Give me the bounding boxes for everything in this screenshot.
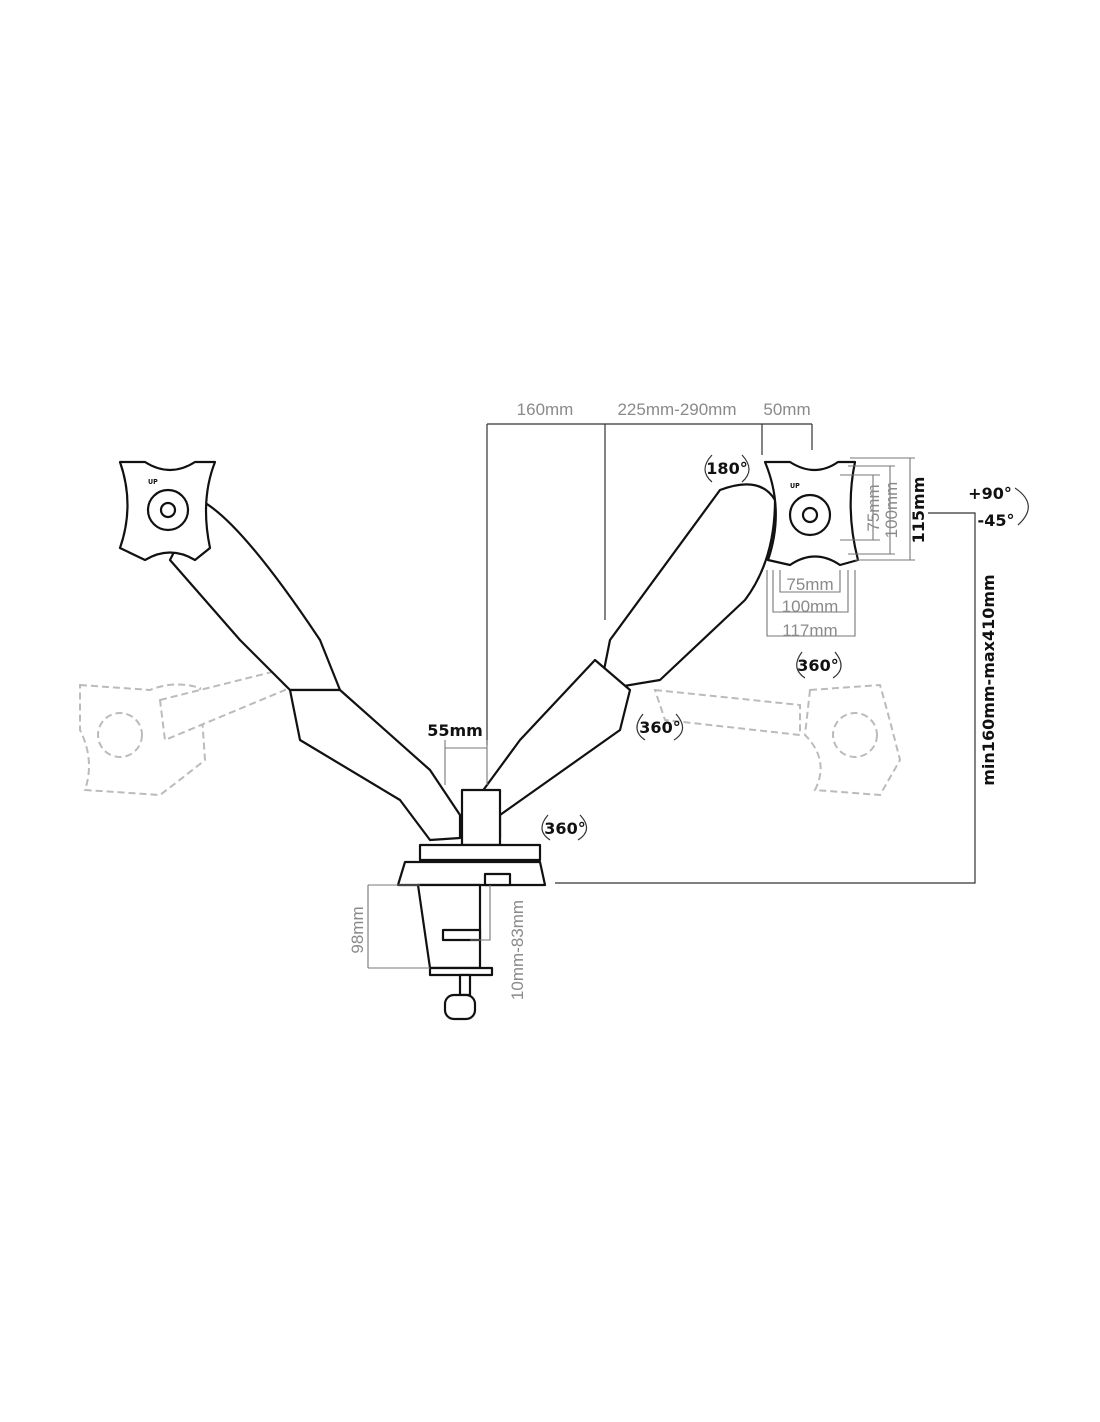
desk-thickness-label: 10mm-83mm [508,900,527,1000]
height-range-label: min160mm-max410mm [979,574,998,785]
ghost-right-monitor [653,683,902,797]
rotate-180-label: 180° [706,459,747,478]
vesa-100-width-label: 100mm [782,597,839,616]
vesa-75-height-label: 75mm [864,484,883,531]
plate-height-label: 115mm [909,477,928,544]
rotation-arrows [541,454,1029,841]
base-clamp [396,788,547,1021]
left-plate-up-label: UP [148,478,158,486]
right-arm [463,483,777,840]
swivel-arm-label: 360° [639,718,680,737]
right-vesa-plate: UP [763,460,860,567]
pole-width-label: 55mm [427,721,483,740]
arm-reach-label: 225mm-290mm [617,400,736,419]
swivel-plate-label: 360° [797,656,838,675]
ghost-left-monitor [79,668,287,797]
plate-offset-label: 50mm [763,400,810,419]
vesa-75-width-label: 75mm [786,575,833,594]
vesa-100-height-label: 100mm [882,482,901,539]
tilt-down-label: -45° [978,511,1015,530]
clamp-height-label: 98mm [348,906,367,953]
swivel-base-label: 360° [544,819,585,838]
tilt-up-label: +90° [968,484,1012,503]
right-plate-up-label: UP [790,482,800,490]
arm-offset-label: 160mm [517,400,574,419]
left-vesa-plate: UP [118,460,217,562]
left-arm [168,498,462,842]
plate-width-label: 117mm [782,621,837,640]
dimension-lines [367,423,976,969]
